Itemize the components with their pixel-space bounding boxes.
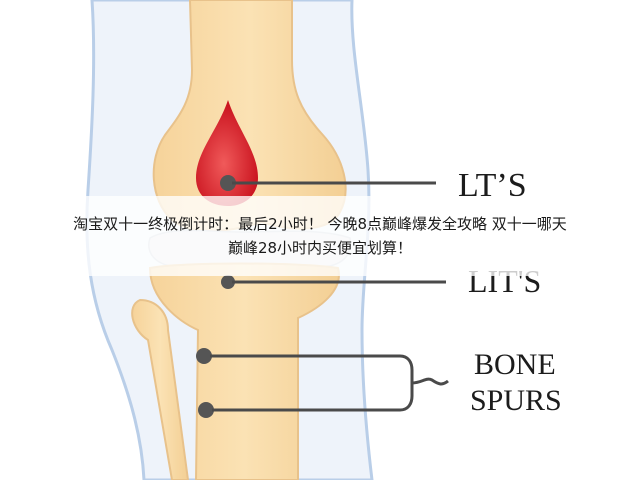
lits-pointer-dot bbox=[221, 275, 235, 289]
lts-pointer-dot bbox=[220, 175, 236, 191]
lesion-marker bbox=[196, 100, 258, 206]
bone-spur-dot-2 bbox=[198, 402, 214, 418]
fibula-bone bbox=[131, 298, 190, 480]
promo-overlay-banner: 淘宝双十一终极倒计时：最后2小时！ 今晚8点巅峰爆发全攻略 双十一哪天 巅峰28… bbox=[0, 196, 640, 276]
spurs-label: SPURS bbox=[470, 384, 562, 417]
bone-spur-bracket bbox=[210, 354, 449, 412]
overlay-line-1: 淘宝双十一终极倒计时：最后2小时！ 今晚8点巅峰爆发全攻略 双十一哪天 bbox=[73, 215, 567, 233]
overlay-line-2: 巅峰28小时内买便宜划算！ bbox=[227, 239, 413, 257]
bone-label: BONE bbox=[474, 348, 556, 381]
bone-spur-dot-1 bbox=[196, 348, 212, 364]
